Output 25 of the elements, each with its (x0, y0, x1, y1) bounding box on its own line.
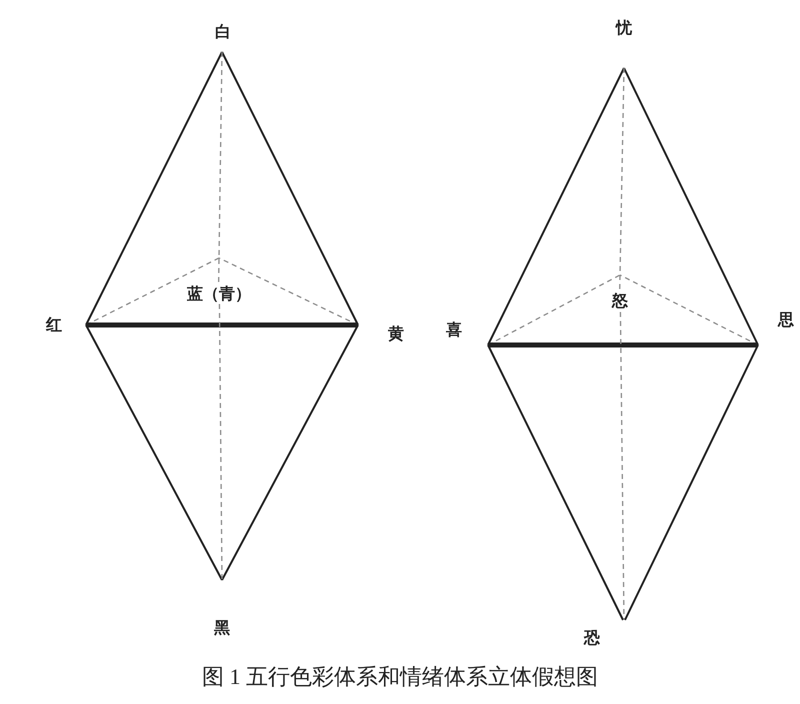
vertex-label: 恐 (584, 620, 626, 646)
dashed-line (218, 52, 223, 283)
vertex-label: 蓝（青） (176, 283, 262, 304)
edge-line (487, 68, 625, 346)
vertex-label: 喜 (446, 322, 488, 348)
vertex-label: 忧 (610, 20, 638, 68)
vertex-label: 黄 (358, 316, 404, 342)
edge-line (624, 344, 759, 620)
vertex-label: 思 (758, 312, 794, 348)
edge-line (623, 68, 759, 346)
edge-line (85, 324, 223, 580)
dashed-line (620, 312, 625, 620)
edge-line (221, 324, 359, 580)
edge-line (487, 344, 624, 620)
dashed-line (619, 68, 625, 290)
vertex-label: 怒 (609, 290, 631, 312)
edge-line (488, 342, 758, 348)
edge-line (86, 322, 358, 328)
caption: 图 1 五行色彩体系和情绪体系立体假想图 (202, 664, 598, 689)
edge-line (85, 52, 223, 326)
vertex-label: 黑 (209, 580, 235, 636)
dashed-line (218, 304, 223, 580)
edge-line (221, 52, 359, 326)
vertex-label: 红 (46, 313, 86, 337)
vertex-label: 白 (211, 24, 235, 52)
